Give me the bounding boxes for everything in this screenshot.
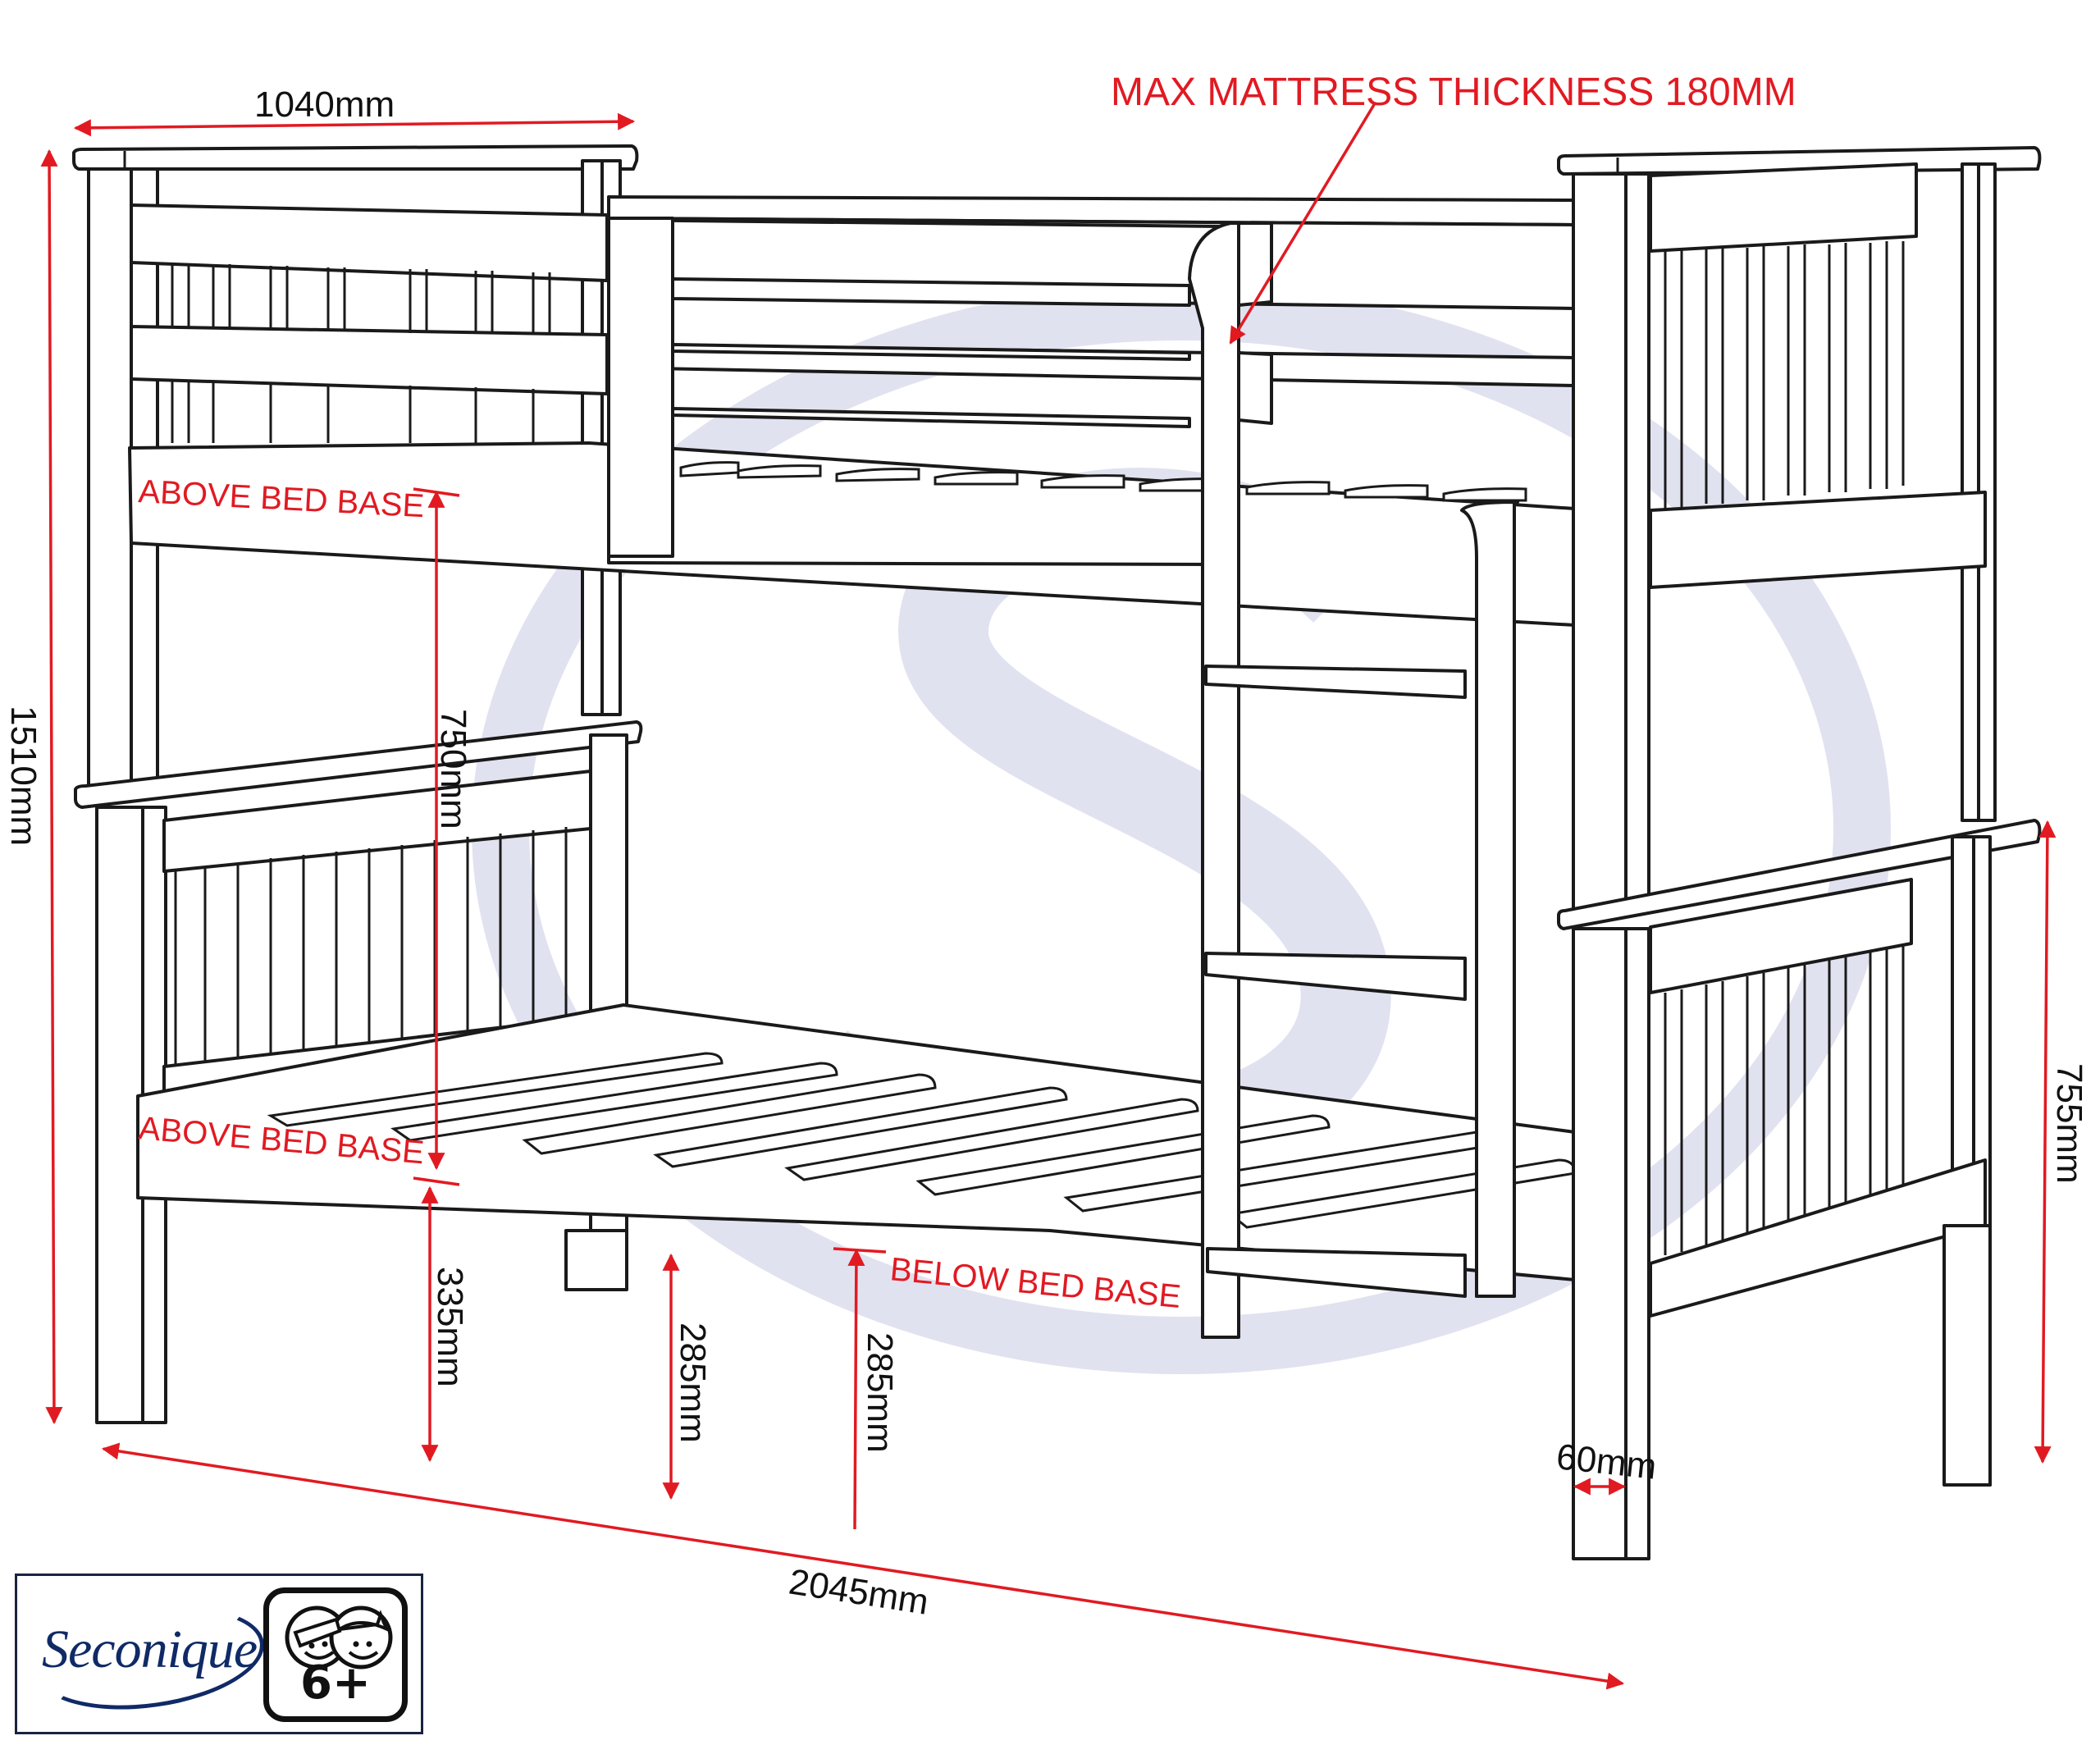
bottom-base-height-dimension-label: 335mm	[430, 1267, 470, 1387]
upper-guard-rail	[607, 217, 1224, 566]
max-mattress-annotation: MAX MATTRESS THICKNESS 180MM	[1111, 71, 1796, 114]
footboard-upper-spindles	[1664, 241, 1905, 509]
age-rating-badge: 6+	[263, 1587, 408, 1722]
clearance-right-dimension-label: 285mm	[860, 1332, 900, 1453]
brand-logo: Seconique	[42, 1619, 258, 1679]
upper-slats	[679, 461, 1527, 502]
right-end-frame	[1557, 146, 2042, 1560]
ladder	[1188, 222, 1519, 1339]
children-faces-icon	[285, 1606, 393, 1669]
total-height-dimension-label: 1510mm	[3, 706, 43, 846]
footboard-lower-spindles	[1664, 945, 1905, 1255]
footboard-height-dimension-label: 755mm	[2049, 1063, 2089, 1184]
length-dimension-label: 2045mm	[786, 1561, 931, 1622]
dimension-lines	[40, 103, 2057, 1690]
clearance-left-dimension-label: 285mm	[673, 1322, 713, 1443]
brand-logo-box: Seconique 6+	[15, 1574, 423, 1734]
width-dimension-label: 1040mm	[254, 85, 395, 125]
age-rating-label: 6+	[300, 1656, 371, 1710]
between-beds-dimension-label: 750mm	[433, 709, 473, 829]
upper-spindles	[171, 263, 551, 443]
